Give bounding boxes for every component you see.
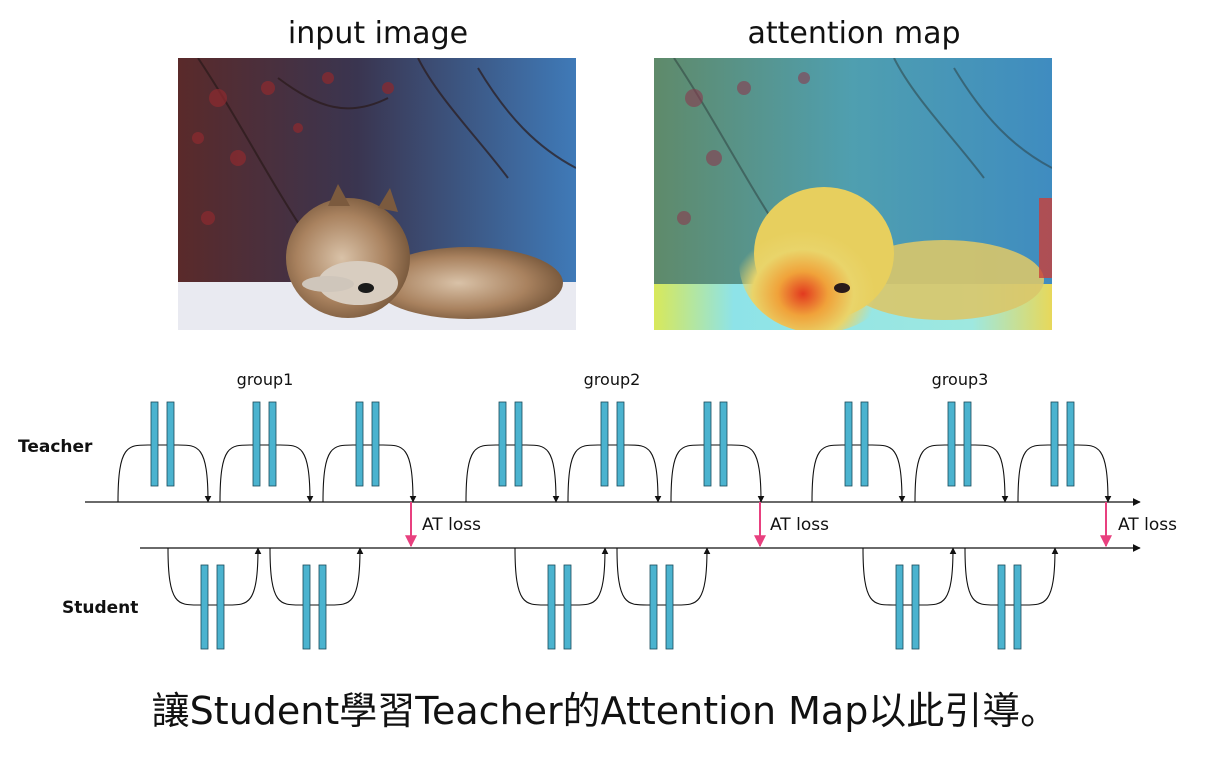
layer-bar bbox=[563, 564, 572, 650]
teacher-block bbox=[117, 401, 212, 503]
teacher-block bbox=[465, 401, 560, 503]
layer-bar bbox=[547, 564, 556, 650]
layer-bar bbox=[616, 401, 625, 487]
layer-bar bbox=[1066, 401, 1075, 487]
layer-bar bbox=[911, 564, 920, 650]
layer-bar bbox=[963, 401, 972, 487]
student-block bbox=[514, 547, 609, 650]
layer-bar bbox=[268, 401, 277, 487]
student-label: Student bbox=[62, 598, 138, 618]
student-block bbox=[167, 547, 262, 650]
teacher-block bbox=[670, 401, 765, 503]
layer-bar bbox=[665, 564, 674, 650]
layer-bar bbox=[166, 401, 175, 487]
group-label-3: group3 bbox=[932, 370, 989, 389]
layer-bar bbox=[200, 564, 209, 650]
layer-bar bbox=[649, 564, 658, 650]
layer-bar bbox=[703, 401, 712, 487]
at-loss-label-3: AT loss bbox=[1118, 515, 1177, 535]
caption: 讓Student學習Teacher的Attention Map以此引導。 bbox=[151, 689, 1059, 733]
teacher-block bbox=[322, 401, 417, 503]
layer-bar bbox=[1050, 401, 1059, 487]
layer-bar bbox=[514, 401, 523, 487]
input-image bbox=[178, 58, 576, 330]
layer-bar bbox=[719, 401, 728, 487]
distillation-diagram: Teacher Student group1 group2 group3 AT … bbox=[18, 370, 1177, 650]
layer-bar bbox=[1013, 564, 1022, 650]
layer-bar bbox=[498, 401, 507, 487]
teacher-label: Teacher bbox=[18, 437, 93, 457]
layer-bar bbox=[600, 401, 609, 487]
input-image-title: input image bbox=[287, 16, 469, 51]
student-block bbox=[862, 547, 957, 650]
group-label-1: group1 bbox=[237, 370, 294, 389]
teacher-block bbox=[567, 401, 662, 503]
layer-bar bbox=[302, 564, 311, 650]
layer-bar bbox=[947, 401, 956, 487]
layer-bar bbox=[371, 401, 380, 487]
student-block bbox=[269, 547, 364, 650]
at-loss-label-1: AT loss bbox=[422, 515, 481, 535]
at-loss-label-2: AT loss bbox=[770, 515, 829, 535]
teacher-block bbox=[811, 401, 906, 503]
teacher-block bbox=[914, 401, 1009, 503]
group-label-2: group2 bbox=[584, 370, 641, 389]
student-block bbox=[964, 547, 1059, 650]
layer-bar bbox=[844, 401, 853, 487]
layer-bar bbox=[355, 401, 364, 487]
layer-bar bbox=[860, 401, 869, 487]
student-block bbox=[616, 547, 711, 650]
layer-bar bbox=[318, 564, 327, 650]
attention-map-image bbox=[654, 58, 1052, 330]
layer-bar bbox=[216, 564, 225, 650]
layer-bar bbox=[997, 564, 1006, 650]
attention-map-title: attention map bbox=[747, 16, 961, 51]
teacher-block bbox=[1017, 401, 1112, 503]
layer-bar bbox=[150, 401, 159, 487]
teacher-block bbox=[219, 401, 314, 503]
layer-bar bbox=[252, 401, 261, 487]
layer-bar bbox=[895, 564, 904, 650]
